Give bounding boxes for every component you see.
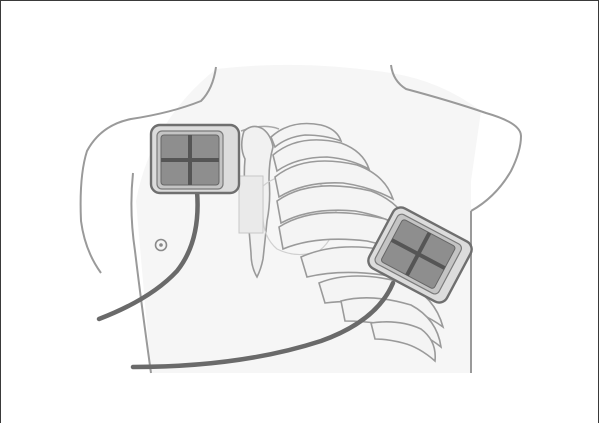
sternal-pad — [151, 125, 239, 193]
heart-shade — [239, 176, 263, 233]
